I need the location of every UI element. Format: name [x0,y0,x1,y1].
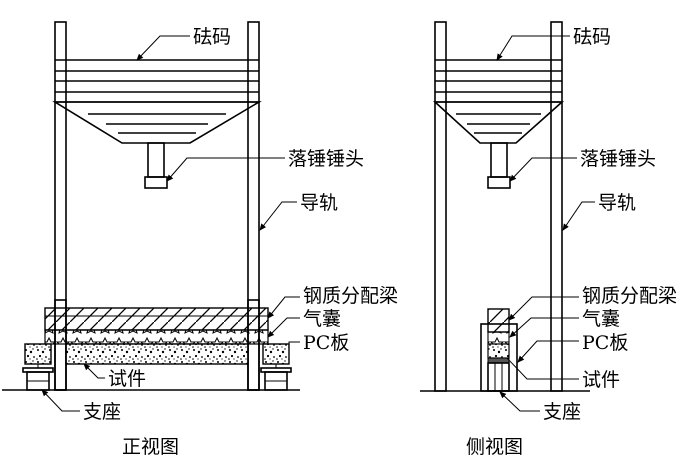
steel-beam [487,308,510,333]
label-airbag: 气囊 [582,308,620,330]
steel-beam [44,307,269,331]
support [487,362,510,392]
label-pc-board: PC板 [303,332,349,354]
leader-weights [136,35,190,61]
leader-airbag [509,317,579,338]
label-steel-beam: 钢质分配梁 [303,285,398,307]
label-support: 支座 [543,401,581,423]
caption-side-view: 侧视图 [466,436,523,458]
leader-beam [267,296,300,319]
weights [432,59,565,144]
leader-weights [496,35,570,61]
leader-pc [517,340,579,363]
pc-board-right [262,343,290,365]
airbag [44,329,269,345]
leader-rail [562,201,595,231]
support-left [22,364,54,391]
leader-rail [259,201,297,231]
label-hammer-head: 落锤锤头 [580,148,656,170]
label-weights: 砝码 [573,26,611,48]
label-specimen: 试件 [582,369,620,391]
front-view: 砝码 落锤锤头 导轨 钢质分配梁 气囊 PC板 试件 支座 正视图 [2,21,398,458]
label-pc-board: PC板 [582,332,628,354]
leader-airbag [267,317,300,338]
leader-beam [508,296,579,321]
label-airbag: 气囊 [303,308,341,330]
label-specimen: 试件 [108,368,146,390]
side-view: 砝码 落锤锤头 导轨 钢质分配梁 气囊 PC板 试件 支座 侧视图 [420,21,677,458]
weights [52,59,262,144]
specimen [487,343,510,359]
leader-support [499,391,540,412]
leader-support [41,389,80,412]
guide-rail-left [434,21,447,392]
leader-specimen [83,363,105,379]
support-right [260,364,292,391]
caption-front-view: 正视图 [122,436,179,458]
leader-pc [288,341,300,346]
hammer-shaft [490,142,508,178]
hammer-shaft [147,142,165,178]
leader-hammer [166,157,285,182]
airbag [487,331,510,345]
pc-board-left [24,343,52,365]
guide-rail-right [550,21,563,392]
leader-hammer [509,157,577,182]
leader-specimen [506,357,579,380]
label-hammer-head: 落锤锤头 [288,148,364,170]
label-guide-rail: 导轨 [300,192,338,214]
specimen [65,343,249,365]
label-support: 支座 [83,401,121,423]
label-guide-rail: 导轨 [598,192,636,214]
hammer-head [144,176,168,189]
label-steel-beam: 钢质分配梁 [582,285,677,307]
hammer-head [487,176,511,189]
label-weights: 砝码 [193,26,231,48]
